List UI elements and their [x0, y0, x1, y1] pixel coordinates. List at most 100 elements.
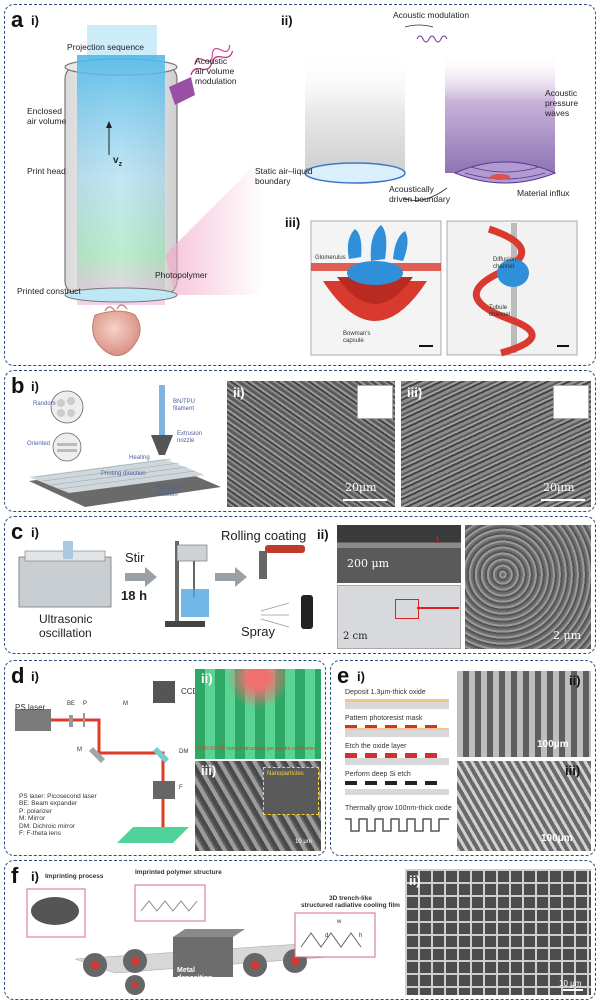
panel-e: e i) Deposit 1.3μm-thick oxide Pattern p…: [330, 660, 596, 856]
panel-e-letter: e: [337, 663, 350, 688]
sem-pillars-e-ii: [457, 671, 591, 757]
acoustic-pressure-waves-label: Acoustic pressure waves: [545, 88, 579, 118]
scale-b-ii: 20μm: [345, 481, 377, 494]
panel-e-sub-i: i): [357, 669, 365, 684]
diffusion-channel-label: Diffusion channel: [493, 257, 517, 270]
acoustic-air-volume-label: Acoustic air volume modulation: [195, 56, 237, 86]
panel-a-letter: a: [11, 7, 24, 32]
material-influx-label: Material influx: [517, 188, 570, 198]
panel-b-sub-ii: ii): [233, 385, 245, 400]
panel-b: b i) Random Oriented BN/TPU filament Ext…: [4, 370, 596, 512]
p-label: P: [83, 701, 88, 707]
photopolymer-label: Photopolymer: [155, 270, 208, 280]
sem-pillars-e-iii: [457, 761, 591, 851]
w-label: w: [337, 919, 342, 925]
panel-c: c i) Stir 18 h Rolling coating Ultrasoni…: [4, 516, 596, 654]
photo-white-film: [337, 585, 461, 649]
print-head-illustration: [64, 25, 265, 356]
scale-d: 10 μm: [295, 839, 312, 845]
kidney-model-render: [310, 220, 578, 357]
h-label: h: [359, 933, 363, 939]
panel-a-sub-ii: ii): [281, 13, 293, 28]
panel-a-sub-iii: iii): [285, 215, 301, 230]
coating-process-illustration: [18, 541, 313, 629]
laser-setup-illustration: [15, 681, 189, 843]
print-head-label: Print head: [27, 166, 66, 176]
extrusion-nozzle-label: Extrusion nozzle: [177, 431, 203, 444]
scalebar-b-ii: [343, 499, 387, 501]
laser-legend: PS laser: Picosecond laser BE: Beam expa…: [19, 793, 97, 838]
vz-sub: z: [118, 161, 123, 168]
step-5-diagram: [345, 818, 449, 832]
imprinting-process-label: Imprinting process: [45, 873, 104, 880]
acoustic-boundary-illustration: [304, 24, 557, 201]
heating-label: Heating: [129, 455, 150, 461]
metal-deposition-label: Metal deposition: [177, 967, 213, 983]
grid-pattern-f: [405, 869, 591, 995]
extrusion-printing-illustration: [29, 385, 221, 507]
panel-c-sub-i: i): [31, 525, 39, 540]
scale-c-2um: 2 μm: [553, 629, 582, 642]
step-4-label: Perform deep Si etch: [345, 771, 411, 778]
projection-sequence-label: Projection sequence: [67, 42, 145, 52]
panel-b-sub-i: i): [31, 379, 39, 394]
m1-label: M: [123, 701, 128, 707]
m2-label: M: [77, 747, 82, 753]
panel-d-letter: d: [11, 663, 25, 688]
panel-c-sub-ii: ii): [317, 527, 329, 542]
ultrasonic-label: Ultrasonic oscillation: [39, 612, 93, 640]
thickness-direction-label: Thickness direction: [155, 485, 183, 498]
ccd-label: CCD: [181, 687, 199, 696]
panel-c-letter: c: [11, 519, 24, 544]
panel-d-sub-ii: ii): [201, 671, 213, 686]
printed-construct-label: Printed construct: [17, 286, 81, 296]
scalebar-f: [563, 989, 583, 991]
vz-main: v: [113, 155, 119, 166]
tubule-channel-label: Tubule channel: [489, 305, 511, 318]
inset-lines-b-ii: [357, 385, 393, 419]
roll-to-roll-illustration: [26, 884, 376, 995]
scale-e-ii: 100μm: [537, 739, 569, 750]
panel-d-sub-i: i): [31, 669, 39, 684]
oriented-label: Oriented: [27, 441, 51, 447]
bowmans-capsule-label: Bowman's capsule: [343, 331, 371, 344]
scale-e-iii: 100μm: [541, 833, 573, 844]
time-label: 18 h: [121, 588, 148, 603]
step-5-label: Thermally grow 100nm-thick oxide: [345, 805, 452, 812]
step-1-diagram: [345, 699, 449, 709]
step-2-label: Pattern photoresist mask: [345, 715, 423, 722]
dm-label: DM: [179, 749, 189, 755]
filament-label: BN/TPU filament: [173, 399, 196, 412]
scale-b-iii: 20μm: [543, 481, 575, 494]
panel-b-letter: b: [11, 373, 25, 398]
acoustic-modulation-label: Acoustic modulation: [393, 10, 470, 20]
step-3-diagram: [345, 753, 449, 765]
panel-d-sub-iii: iii): [201, 763, 217, 778]
inset-circles-b-iii: [553, 385, 589, 419]
scale-c-200: 200 μm: [347, 557, 390, 570]
panel-f-letter: f: [11, 863, 19, 888]
scalebar-b-iii: [541, 499, 585, 501]
sem-surface-c: [465, 525, 591, 649]
zoom-box: [395, 599, 419, 619]
panel-a: a i): [4, 4, 596, 366]
panel-e-sub-iii: iii): [565, 763, 581, 778]
printing-direction-label: Printing direction: [101, 471, 146, 477]
be-label: BE: [67, 701, 76, 707]
scale-f: 10 μm: [559, 979, 582, 988]
nanoparticle-inset: [263, 767, 319, 815]
enclosed-air-volume-label: Enclosed air volume: [27, 106, 67, 126]
step-3-label: Etch the oxide layer: [345, 743, 407, 750]
acoustically-driven-label: Acoustically driven boundary: [389, 184, 450, 204]
f-label: F: [179, 785, 183, 791]
glomerulus-label: Glomerulus: [315, 255, 346, 261]
panel-e-sub-ii: ii): [569, 673, 581, 688]
random-label: Random: [33, 401, 56, 407]
zoom-arrow: [417, 607, 459, 609]
spray-label: Spray: [241, 624, 275, 639]
stir-label: Stir: [125, 550, 145, 565]
cone-array-render: [195, 669, 321, 759]
panel-f-sub-ii: ii): [409, 873, 421, 888]
structure-density-label: 1.96×10⁶ 3D conical structures per squar…: [197, 746, 316, 752]
panel-f-sub-i: i): [31, 869, 39, 884]
